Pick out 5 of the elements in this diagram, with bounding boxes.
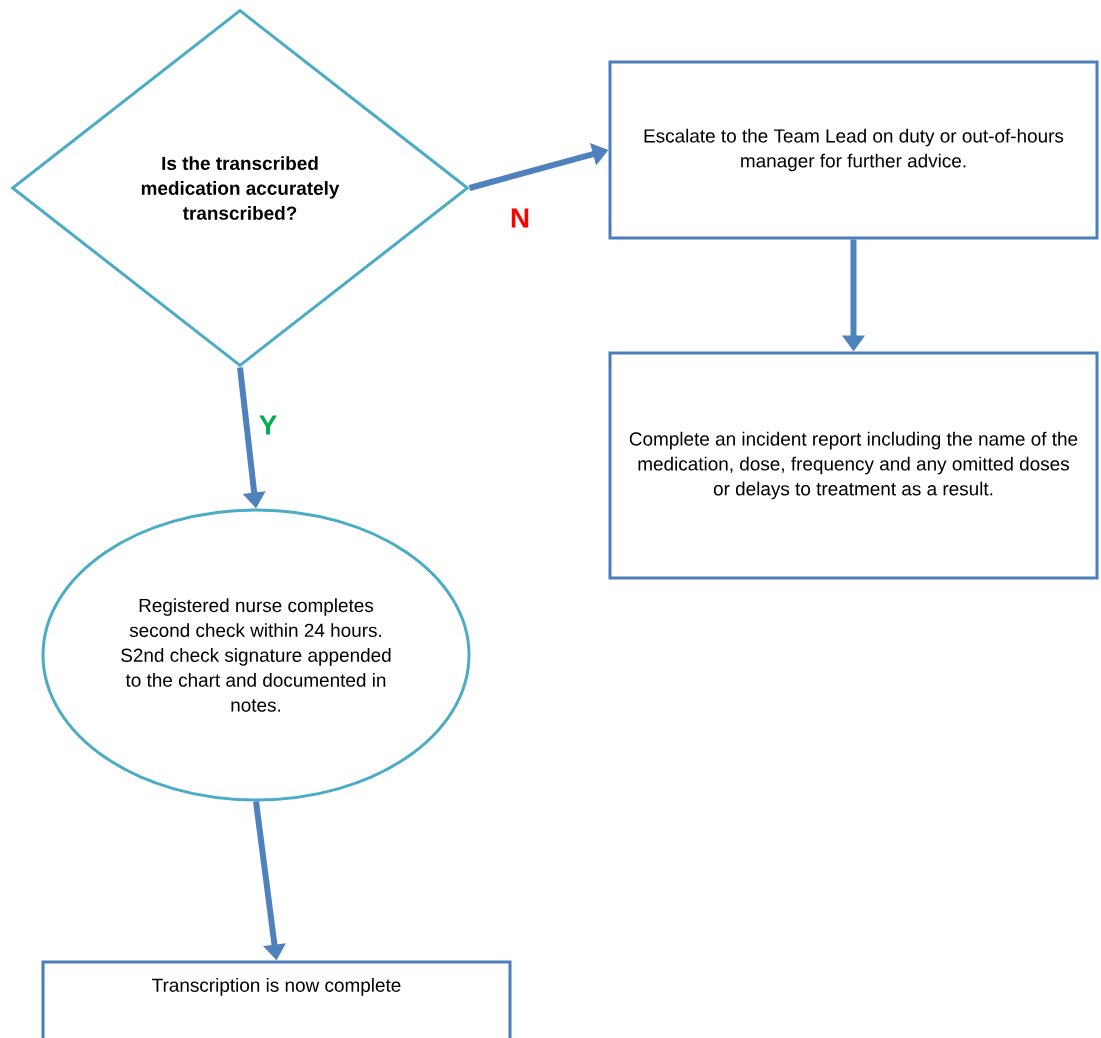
process-box: Escalate to the Team Lead on duty or out-of-hours manager for further advice. [608,60,1099,240]
edge-label: N [508,207,532,229]
process-box: Transcription is now complete [41,960,512,1038]
process-box: Complete an incident report including the name of the medication, dose, frequency and any omitted doses or delays to treatment as a result. [608,351,1099,580]
edge-label: Y [257,414,279,436]
